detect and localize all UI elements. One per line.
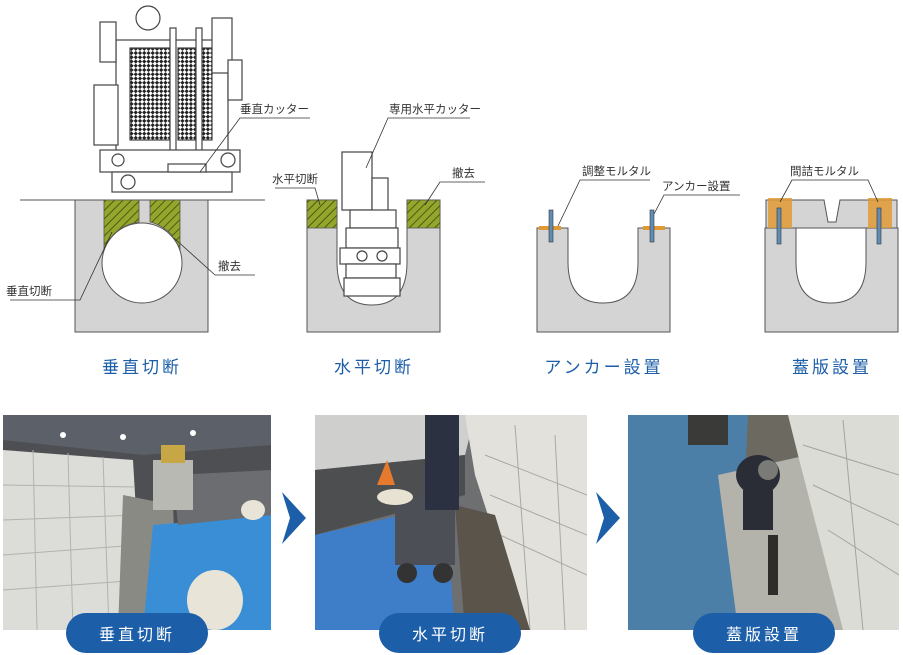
next-arrow-icon — [282, 492, 306, 544]
step-title-vertical-cut: 垂直切断 — [102, 358, 182, 378]
callout-remove-2: 撤去 — [452, 166, 475, 180]
callout-horizontal-cutter: 専用水平カッター — [389, 102, 481, 116]
callout-anchor: アンカー設置 — [662, 179, 731, 193]
callout-fill-mortar: 間詰モルタル — [790, 164, 859, 178]
photo-horizontal-cut — [315, 415, 587, 630]
diagram-anchor: 調整モルタル アンカー設置 — [536, 164, 740, 333]
diagram-vertical-cut: 垂直カッター 垂直切断 撤去 — [6, 5, 310, 333]
photo-caption-horizontal-cut: 水平切断 — [379, 613, 521, 653]
next-arrow-icon — [596, 492, 620, 544]
callout-vertical-cutter: 垂直カッター — [240, 102, 309, 116]
vertical-cutter-machine — [93, 5, 243, 193]
step-title-horizontal-cut: 水平切断 — [334, 358, 414, 378]
horizontal-cutter-machine — [339, 151, 401, 297]
step-title-cover-plate: 蓋版設置 — [792, 358, 872, 378]
photo-caption-vertical-cut: 垂直切断 — [66, 613, 208, 653]
callout-vertical-cut: 垂直切断 — [6, 284, 52, 298]
diagram-horizontal-cut: 専用水平カッター 水平切断 撤去 — [272, 102, 485, 333]
step-title-anchor: アンカー設置 — [544, 358, 664, 378]
photo-vertical-cut — [3, 415, 271, 630]
callout-horizontal-cut: 水平切断 — [272, 172, 318, 186]
photo-cover-plate — [628, 415, 899, 630]
process-diagrams: 垂直カッター 垂直切断 撤去 専用水平カッター 水平切断 撤去 — [6, 5, 899, 333]
photo-caption-cover-plate: 蓋版設置 — [693, 613, 835, 653]
callout-remove-1: 撤去 — [218, 259, 241, 273]
callout-adjust-mortar: 調整モルタル — [582, 164, 651, 178]
diagram-cover-plate: 間詰モルタル — [764, 164, 899, 333]
